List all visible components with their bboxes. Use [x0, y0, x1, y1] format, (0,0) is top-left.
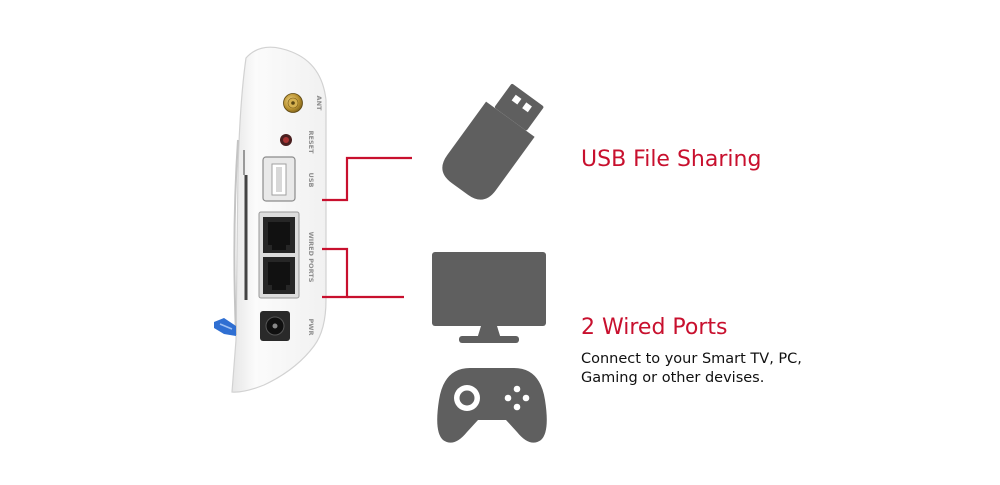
antenna-connector	[283, 93, 303, 113]
power-label: PWR	[307, 319, 315, 336]
power-jack	[260, 311, 290, 341]
connector-lines	[322, 156, 412, 299]
wired-feature-description: Connect to your Smart TV, PC, Gaming or …	[581, 350, 802, 388]
wired-ports-label: WIRED PORTS	[307, 232, 315, 283]
usb-port	[262, 156, 296, 202]
wired-description-line-1: Connect to your Smart TV, PC,	[581, 351, 802, 367]
usb-feature-title: USB File Sharing	[581, 147, 762, 172]
reset-label: RESET	[307, 130, 315, 154]
cable-clip	[214, 318, 236, 336]
usb-flash-drive-icon	[442, 84, 544, 200]
wired-ports	[258, 211, 300, 299]
wired-feature-title: 2 Wired Ports	[581, 315, 728, 340]
usb-connector-line	[322, 156, 412, 202]
gamepad-icon	[437, 368, 547, 443]
router-device: ANT RESET USB WIRED PORTS PWR	[214, 46, 327, 393]
reset-button	[280, 134, 292, 146]
wired-description-line-2: Gaming or other devises.	[581, 370, 765, 386]
antenna-label: ANT	[315, 96, 323, 111]
wired-connector-line	[322, 247, 349, 299]
ethernet-port-1	[263, 217, 295, 253]
ethernet-port-2	[263, 257, 295, 294]
router-front-edge	[233, 139, 239, 336]
usb-label: USB	[307, 173, 315, 188]
monitor-icon	[432, 252, 546, 343]
